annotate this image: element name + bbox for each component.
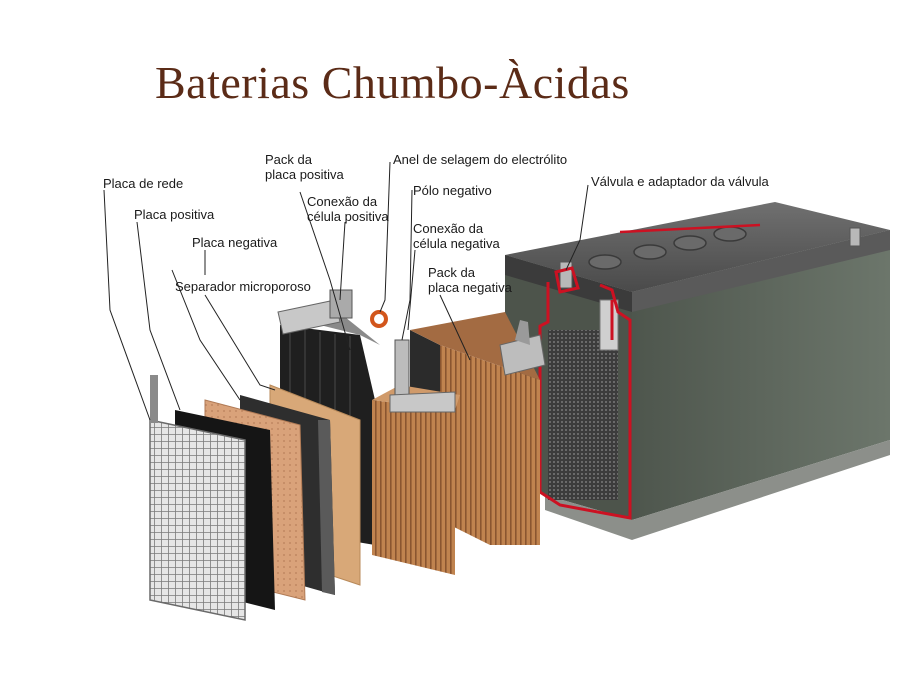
label-pack-placa-positiva: Pack da placa positiva xyxy=(265,152,344,182)
grid-plate xyxy=(149,375,246,621)
label-polo-negativo: Pólo negativo xyxy=(413,183,492,198)
label-conexao-positiva: Conexão da célula positiva xyxy=(307,194,389,224)
label-conexao-negativa: Conexão da célula negativa xyxy=(413,221,500,251)
label-pack-placa-negativa: Pack da placa negativa xyxy=(428,265,512,295)
slide-title: Baterias Chumbo-Àcidas xyxy=(155,57,630,108)
sealing-ring xyxy=(370,310,388,328)
leader-lines xyxy=(103,161,589,421)
label-placa-de-rede: Placa de rede xyxy=(103,176,184,191)
label-valvula: Válvula e adaptador da válvula xyxy=(591,174,769,189)
label-placa-negativa: Placa negativa xyxy=(192,235,278,250)
label-placa-positiva: Placa positiva xyxy=(134,207,215,222)
negative-plate-pack xyxy=(410,312,546,545)
battery-case xyxy=(505,202,890,540)
label-separador: Separador microporoso xyxy=(175,279,311,294)
label-anel-selagem: Anel de selagem do electrólito xyxy=(393,152,568,167)
